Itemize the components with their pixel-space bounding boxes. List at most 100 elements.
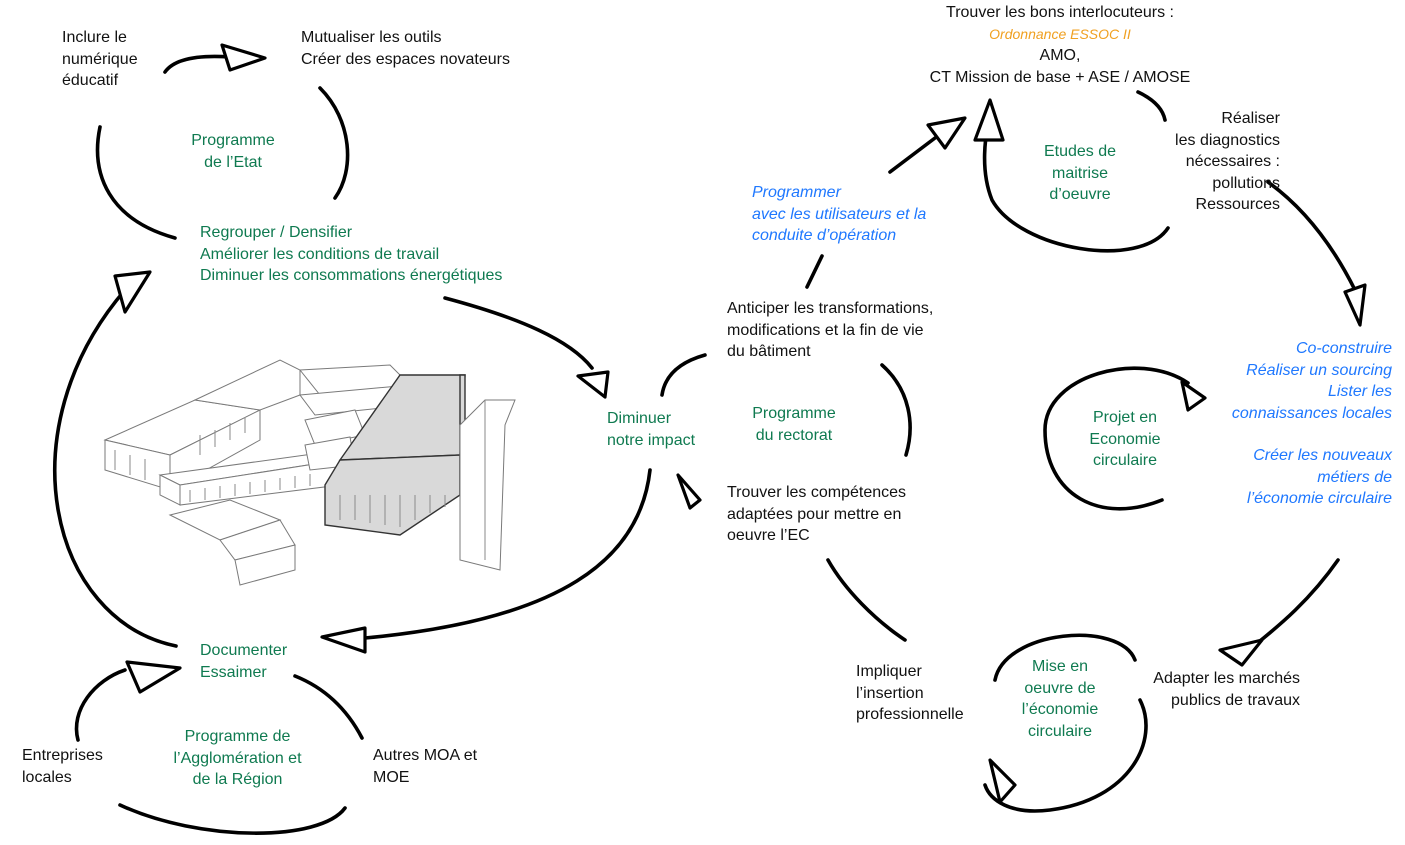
arrow-inclure-to-mutualiser [163,54,232,74]
arrowhead-interlocuteurs-1 [926,116,967,150]
node-regrouper-line: Améliorer les conditions de travail [200,245,440,263]
arrow-programmer-to-interlocuteurs [888,136,937,174]
node-impliquer-line: l’insertion [856,684,924,702]
arrow-anticiper-up [805,254,824,289]
node-etudes-line: d’oeuvre [1049,186,1111,203]
node-impliquer-line: professionnelle [856,706,964,723]
node-regrouper: Regrouper / Densifier Améliorer les cond… [200,222,502,287]
node-creer-metiers-line: l’économie circulaire [1247,490,1392,507]
arrow-anticiper-to-diminuer [660,353,707,397]
node-mise-en-oeuvre-line: oeuvre de [1024,679,1096,697]
arrow-mise-loop [983,633,1148,813]
node-documenter-line: Essaimer [200,663,267,681]
arrowhead-regrouper [113,270,152,314]
node-mise-en-oeuvre-line: Mise en [1031,658,1089,675]
node-co-construire-line: Réaliser un sourcing [1246,361,1392,379]
node-creer-metiers: Créer les nouveaux métiers de l’économie… [1190,445,1392,510]
arrowhead-documenter-left [125,660,182,694]
node-adapter-line: Adapter les marchés [1153,670,1300,687]
node-impliquer-line: Impliquer [856,663,922,680]
node-realiser-diag-line: nécessaires : [1185,153,1280,170]
arrowhead-trouver [676,473,702,510]
node-programme-rectorat: Programme du rectorat [738,403,850,446]
node-diminuer-line: notre impact [607,431,696,449]
arrowhead-documenter-right [320,626,367,654]
arrow-etudes-loop [982,116,1170,253]
node-trouver-interlocuteurs: Trouver les bons interlocuteurs : Ordonn… [895,2,1225,88]
node-co-construire: Co-construire Réaliser un sourcing Liste… [1190,338,1392,424]
arrowhead-adapter [1218,638,1264,667]
node-etudes-line: maitrise [1051,164,1108,182]
node-co-construire-line: connaissances locales [1231,404,1392,422]
node-mutualiser-line: Mutualiser les outils [301,29,442,46]
node-anticiper: Anticiper les transformations, modificat… [727,298,933,363]
node-mutualiser: Mutualiser les outils Créer des espaces … [301,27,510,70]
arrow-regrouper-back-up [95,125,177,240]
node-trouver-interlocuteurs-title: Trouver les bons interlocuteurs : [946,4,1174,21]
node-programmer: Programmer avec les utilisateurs et la c… [752,182,926,247]
node-programme-agglo-line: de la Région [192,771,283,788]
arrowhead-diminuer [576,370,610,399]
node-creer-metiers-line: Créer les nouveaux [1253,447,1392,464]
node-realiser-diag-line: pollutions [1212,174,1280,192]
arrowhead-coconstruire [1343,283,1367,327]
node-inclure-line: éducatif [62,72,119,89]
node-programmer-line: avec les utilisateurs et la [752,205,927,223]
arrow-documenter-to-regrouper [53,288,178,648]
node-autres-moa-line: Autres MOA et [373,747,478,764]
arrow-realiser-to-coconstruire [1266,180,1357,292]
arrow-right-down [1253,558,1340,647]
arrow-bottom-loop [118,803,347,835]
node-mise-en-oeuvre-line: circulaire [1027,722,1092,740]
node-programmer-line: Programmer [752,184,841,201]
arrow-regrouper-to-diminuer [443,296,594,370]
arrowhead-projet [1180,380,1207,412]
node-amo-line: AMO, [1039,47,1081,64]
arrow-interlocuteurs-to-realiser [1136,90,1167,122]
node-anticiper-line: Anticiper les transformations, [727,300,934,317]
node-trouver-competences: Trouver les compétences adaptées pour me… [727,482,906,547]
node-diminuer: Diminuer notre impact [607,408,695,451]
node-entreprises-line: Entreprises [22,747,103,764]
node-documenter-line: Documenter [200,642,288,659]
arrow-mutualiser-down [318,86,350,200]
arrow-entreprises-up [74,668,127,742]
node-entreprises-line: locales [22,768,72,786]
node-trouver-competences-line: oeuvre l’EC [727,527,810,544]
node-impliquer: Impliquer l’insertion professionnelle [856,661,964,726]
node-realiser-diag-line: Ressources [1195,196,1280,213]
node-etudes-line: Etudes de [1043,143,1117,160]
node-ordonnance: Ordonnance ESSOC II [989,25,1131,42]
arrow-projet-loop [1043,366,1190,511]
node-inclure-line: Inclure le [62,29,127,46]
node-mise-en-oeuvre: Mise en oeuvre de l’économie circulaire [1010,656,1110,742]
node-projet-ec-line: Economie [1089,430,1161,448]
arrowhead-mise [988,758,1017,804]
node-amo-line: CT Mission de base + ASE / AMOSE [929,68,1191,86]
node-programme-etat-line: de l’Etat [204,153,262,171]
arrow-documenter-down [293,674,364,740]
node-inclure: Inclure le numérique éducatif [62,27,138,92]
building-sketch [103,359,516,586]
arrowhead-interlocuteurs-2 [973,98,1005,142]
node-trouver-competences-line: adaptées pour mettre en [727,505,902,523]
node-co-construire-line: Co-construire [1295,340,1392,357]
node-inclure-line: numérique [62,50,138,68]
node-anticiper-line: du bâtiment [727,343,811,360]
node-trouver-competences-line: Trouver les compétences [727,484,907,501]
node-adapter: Adapter les marchés publics de travaux [1130,668,1300,711]
node-programme-rectorat-line: du rectorat [755,426,833,444]
node-autres-moa: Autres MOA et MOE [373,745,477,788]
node-regrouper-line: Diminuer les consommations énergétiques [200,267,503,284]
node-diminuer-line: Diminuer [607,410,672,427]
node-regrouper-line: Regrouper / Densifier [200,224,353,241]
arrow-diminuer-to-documenter [363,468,652,640]
node-mutualiser-line: Créer des espaces novateurs [301,50,510,68]
node-programme-rectorat-line: Programme [752,405,836,422]
node-adapter-line: publics de travaux [1171,691,1300,709]
node-programme-agglo-line: l’Agglomération et [173,749,302,767]
node-projet-ec: Projet en Economie circulaire [1075,407,1175,472]
node-realiser-diag: Réaliser les diagnostics nécessaires : p… [1130,108,1280,216]
node-projet-ec-line: Projet en [1092,409,1158,426]
